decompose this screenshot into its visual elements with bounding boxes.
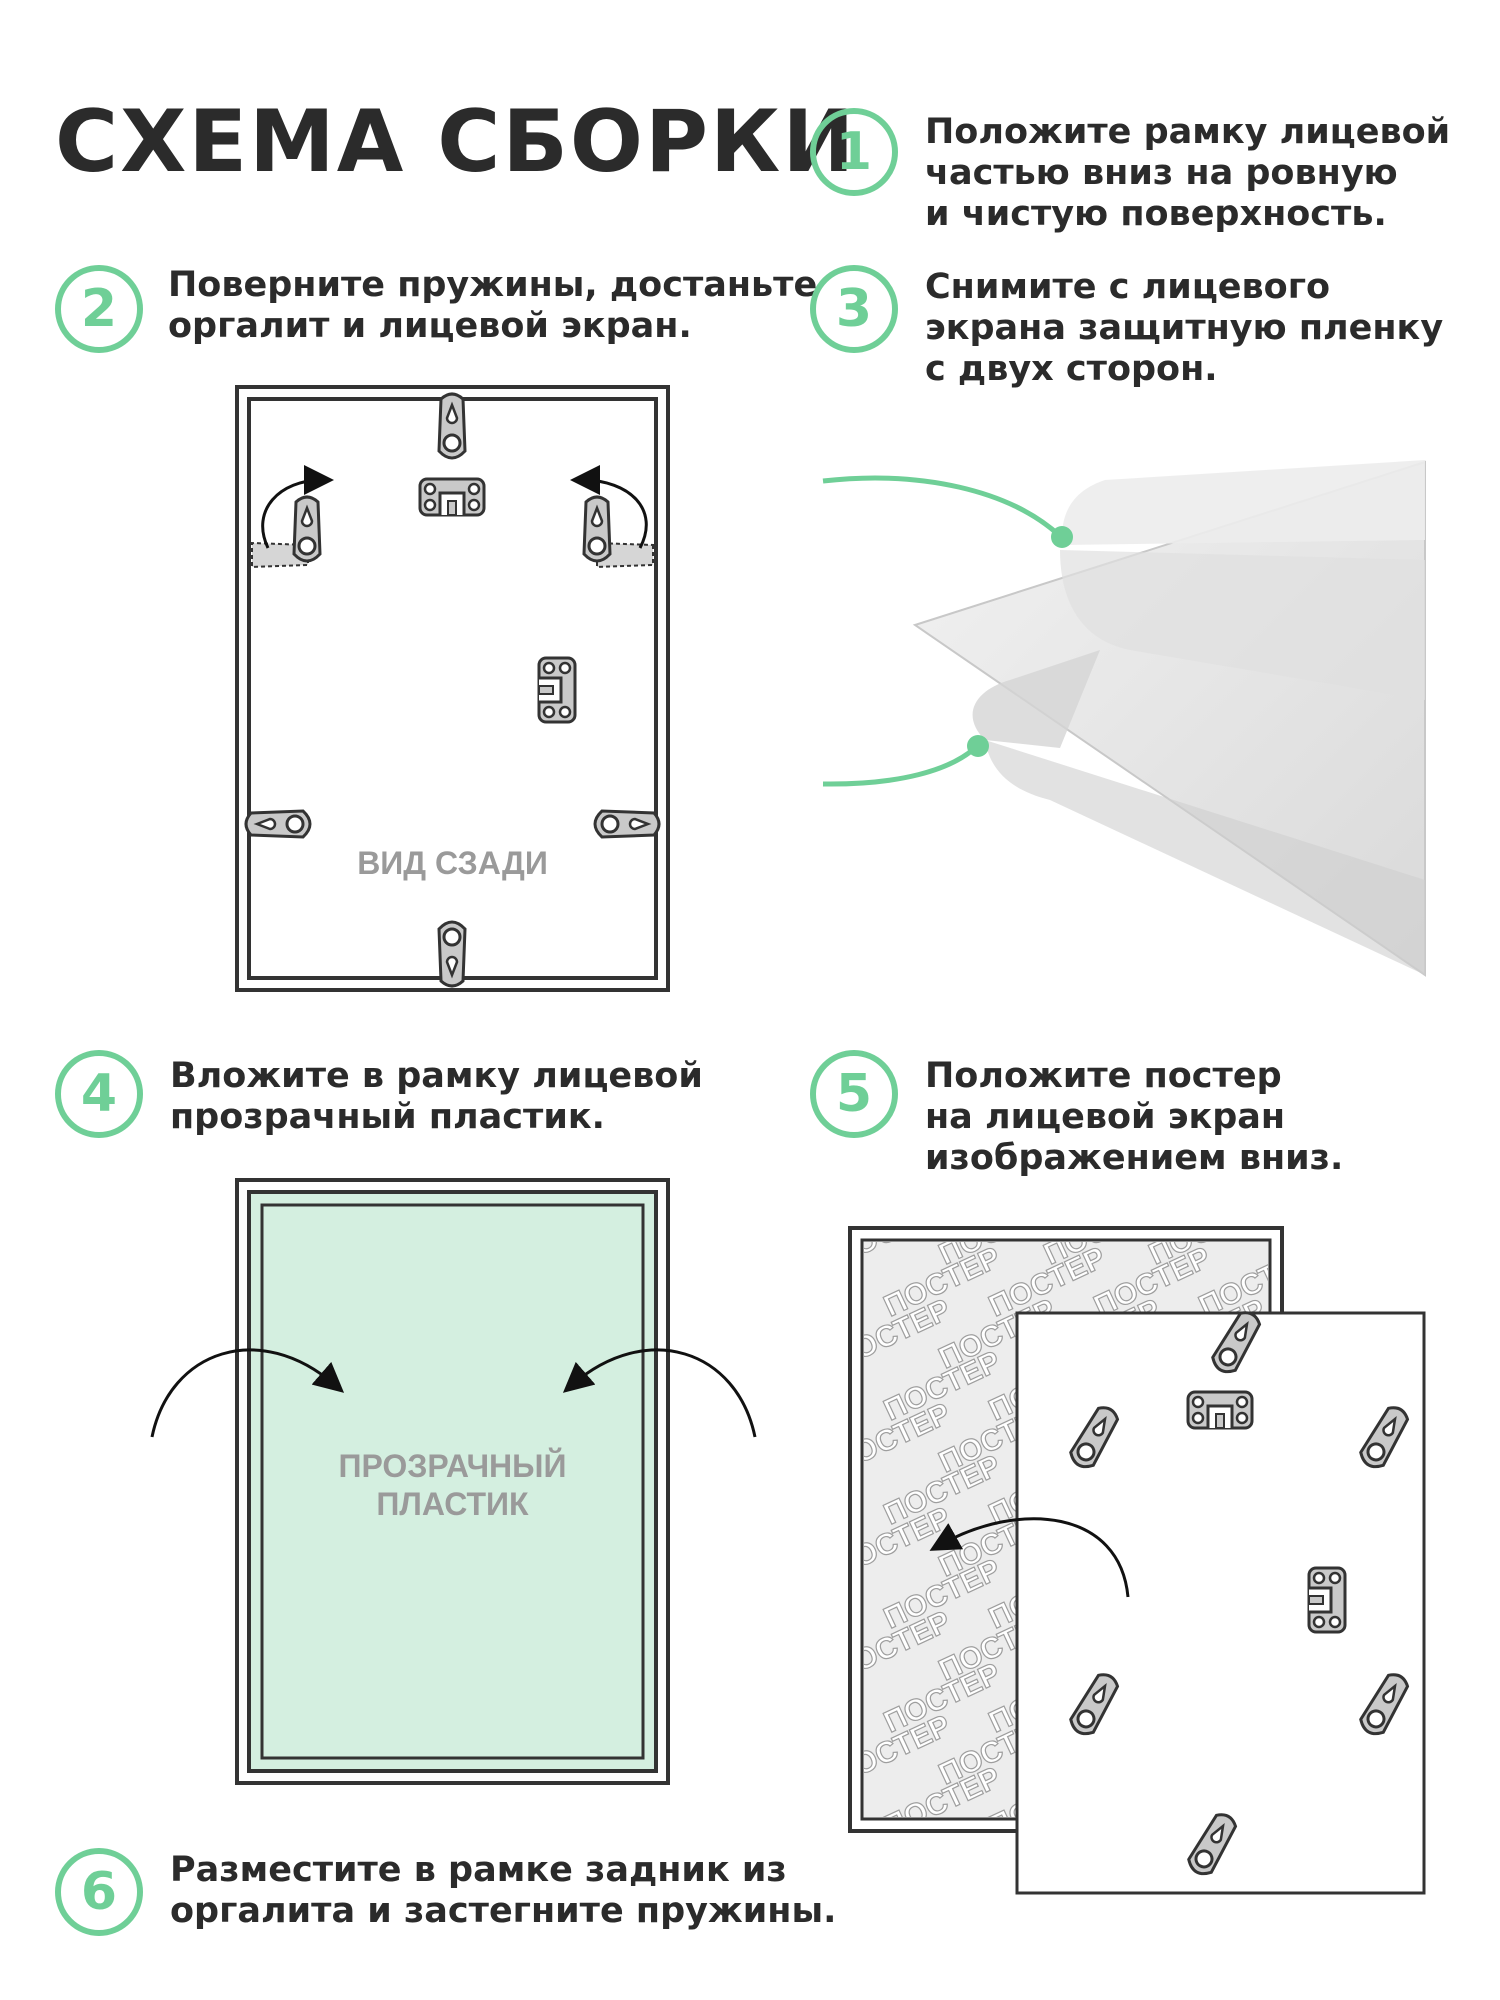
back-view-frame (235, 385, 670, 992)
step-6-line-1: Разместите в рамке задник из (170, 1850, 787, 1890)
plastic-frame (235, 1178, 670, 1785)
step-4-badge: 4 (55, 1050, 143, 1138)
step-3-line-3: с двух сторон. (925, 349, 1218, 389)
step-5-badge: 5 (810, 1050, 898, 1138)
step-4-line-2: прозрачный пластик. (170, 1097, 605, 1137)
step-3-line-1: Снимите с лицевого (925, 267, 1331, 307)
step-1-line-1: Положите рамку лицевой (925, 112, 1451, 152)
rotate-arrow-left-icon (261, 465, 334, 549)
plastic-label: ПРОЗРАЧНЫЙ ПЛАСТИК (249, 1447, 656, 1523)
plastic-label-line-1: ПРОЗРАЧНЫЙ (338, 1448, 567, 1484)
step-6-badge: 6 (55, 1848, 143, 1936)
step-3-text: Снимите с лицевого экрана защитную пленк… (925, 267, 1443, 390)
step-6-line-2: оргалита и застегните пружины. (170, 1891, 837, 1931)
plastic-label-line-2: ПЛАСТИК (376, 1486, 529, 1522)
step-6-text: Разместите в рамке задник из оргалита и … (170, 1850, 836, 1932)
step-4-line-1: Вложите в рамку лицевой (170, 1056, 703, 1096)
step-5-line-2: на лицевой экран (925, 1097, 1286, 1137)
rotate-arrow-right-icon (570, 465, 648, 549)
step-5-line-1: Положите постер (925, 1056, 1282, 1096)
step-4-text: Вложите в рамку лицевой прозрачный пласт… (170, 1056, 703, 1138)
step-3-badge: 3 (810, 265, 898, 353)
step-5-text: Положите постер на лицевой экран изображ… (925, 1056, 1343, 1179)
insert-arrow-left-icon (150, 1348, 345, 1438)
step-1-text: Положите рамку лицевой частью вниз на ро… (925, 112, 1450, 235)
protective-film-illustration (822, 460, 1426, 977)
step-1-badge: 1 (810, 108, 898, 196)
step-2-badge: 2 (55, 265, 143, 353)
step-3-line-2: экрана защитную пленку (925, 308, 1444, 348)
page-title: СХЕМА СБОРКИ (55, 92, 857, 192)
step-5-line-3: изображением вниз. (925, 1138, 1344, 1178)
insert-arrow-right-icon (562, 1348, 757, 1438)
place-arrow-icon (929, 1517, 1130, 1598)
step-2-line-2: оргалит и лицевой экран. (168, 306, 692, 346)
step-2-text: Поверните пружины, достаньте оргалит и л… (168, 265, 817, 347)
step-2-line-1: Поверните пружины, достаньте (168, 265, 818, 305)
back-view-label: ВИД СЗАДИ (357, 845, 548, 881)
backing-board (1015, 1306, 1426, 1895)
step-1-line-2: частью вниз на ровную (925, 153, 1398, 193)
step-1-line-3: и чистую поверхность. (925, 194, 1387, 234)
